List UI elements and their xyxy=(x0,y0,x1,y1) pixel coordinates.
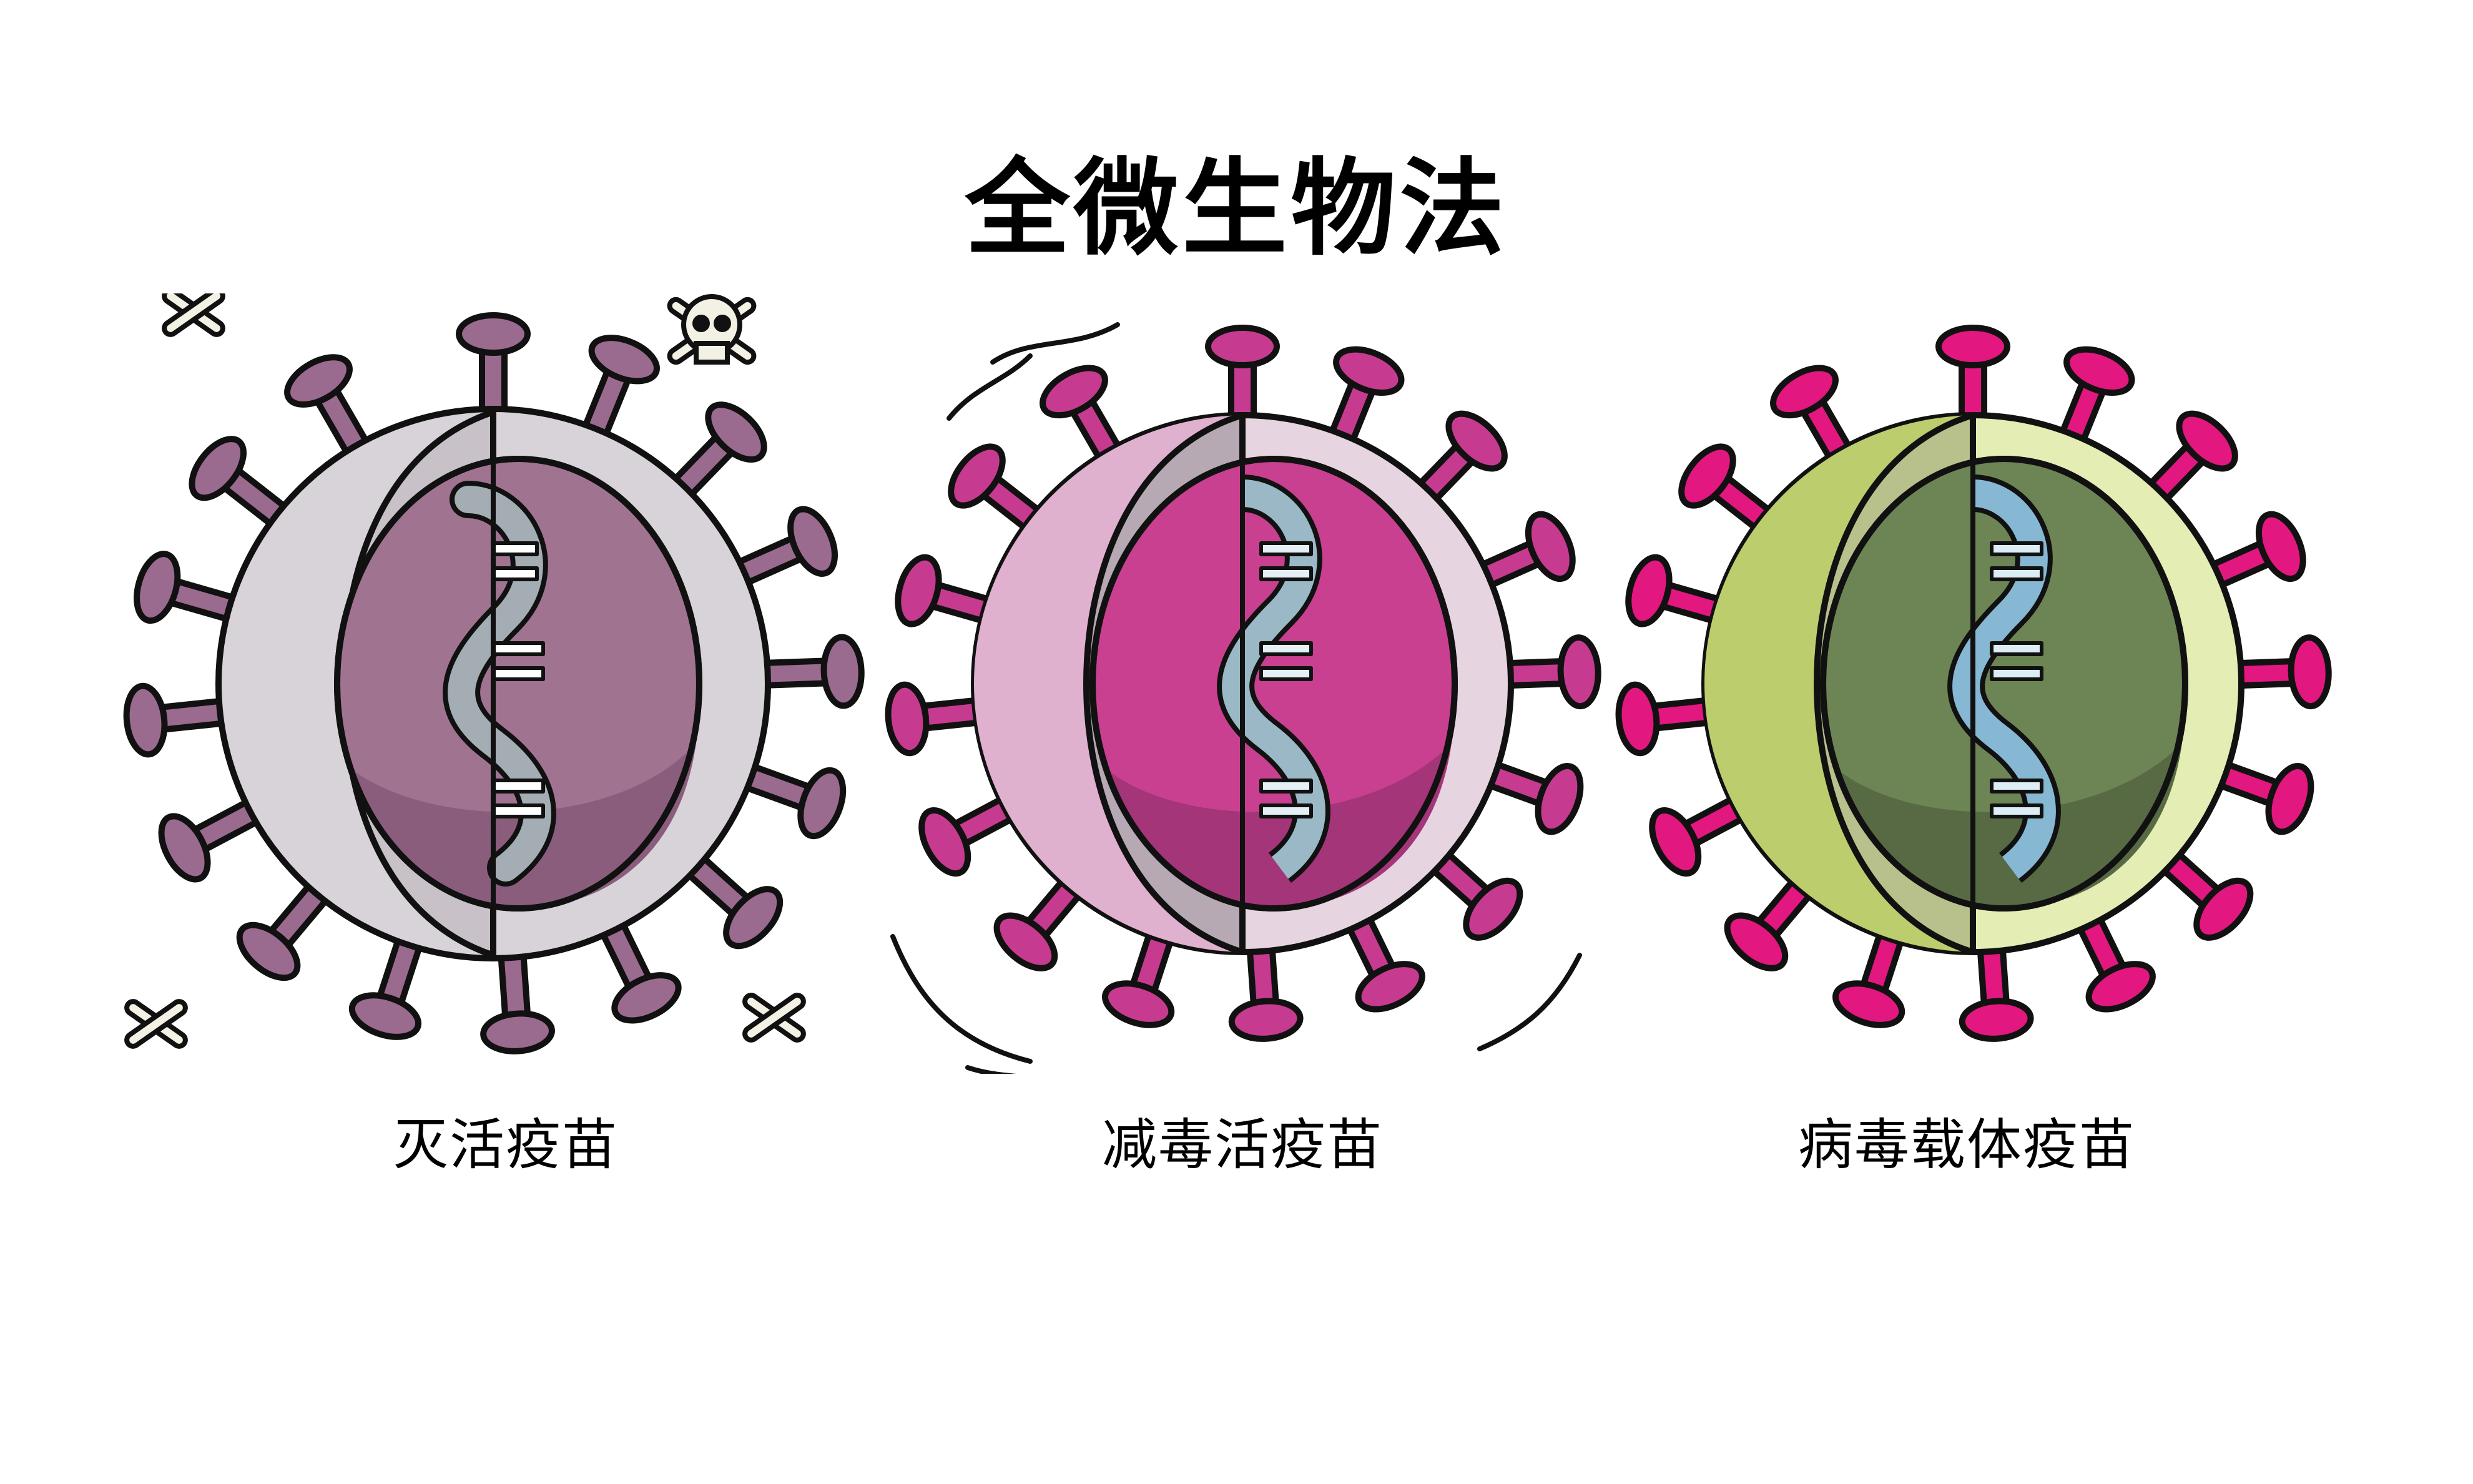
inactivated-vaccine-label: 灭活疫苗 xyxy=(393,1113,618,1177)
attenuated-vaccine-label: 减毒活疫苗 xyxy=(1101,1113,1383,1177)
motion-lines xyxy=(890,322,1582,1074)
page-title: 全微生物法 xyxy=(965,147,1508,270)
inactivated-virus-illustration xyxy=(119,293,868,1074)
skull-crossbones-icon xyxy=(667,294,757,365)
virus-icon xyxy=(1615,325,2332,1042)
viral-vector-illustration xyxy=(1598,293,2348,1074)
crossbones-icon xyxy=(124,293,806,1049)
attenuated-virus-illustration xyxy=(868,293,1617,1074)
virus-icon xyxy=(123,293,865,1054)
viral-vector-vaccine-label: 病毒载体疫苗 xyxy=(1797,1113,2135,1177)
virus-icon xyxy=(885,322,1601,1074)
